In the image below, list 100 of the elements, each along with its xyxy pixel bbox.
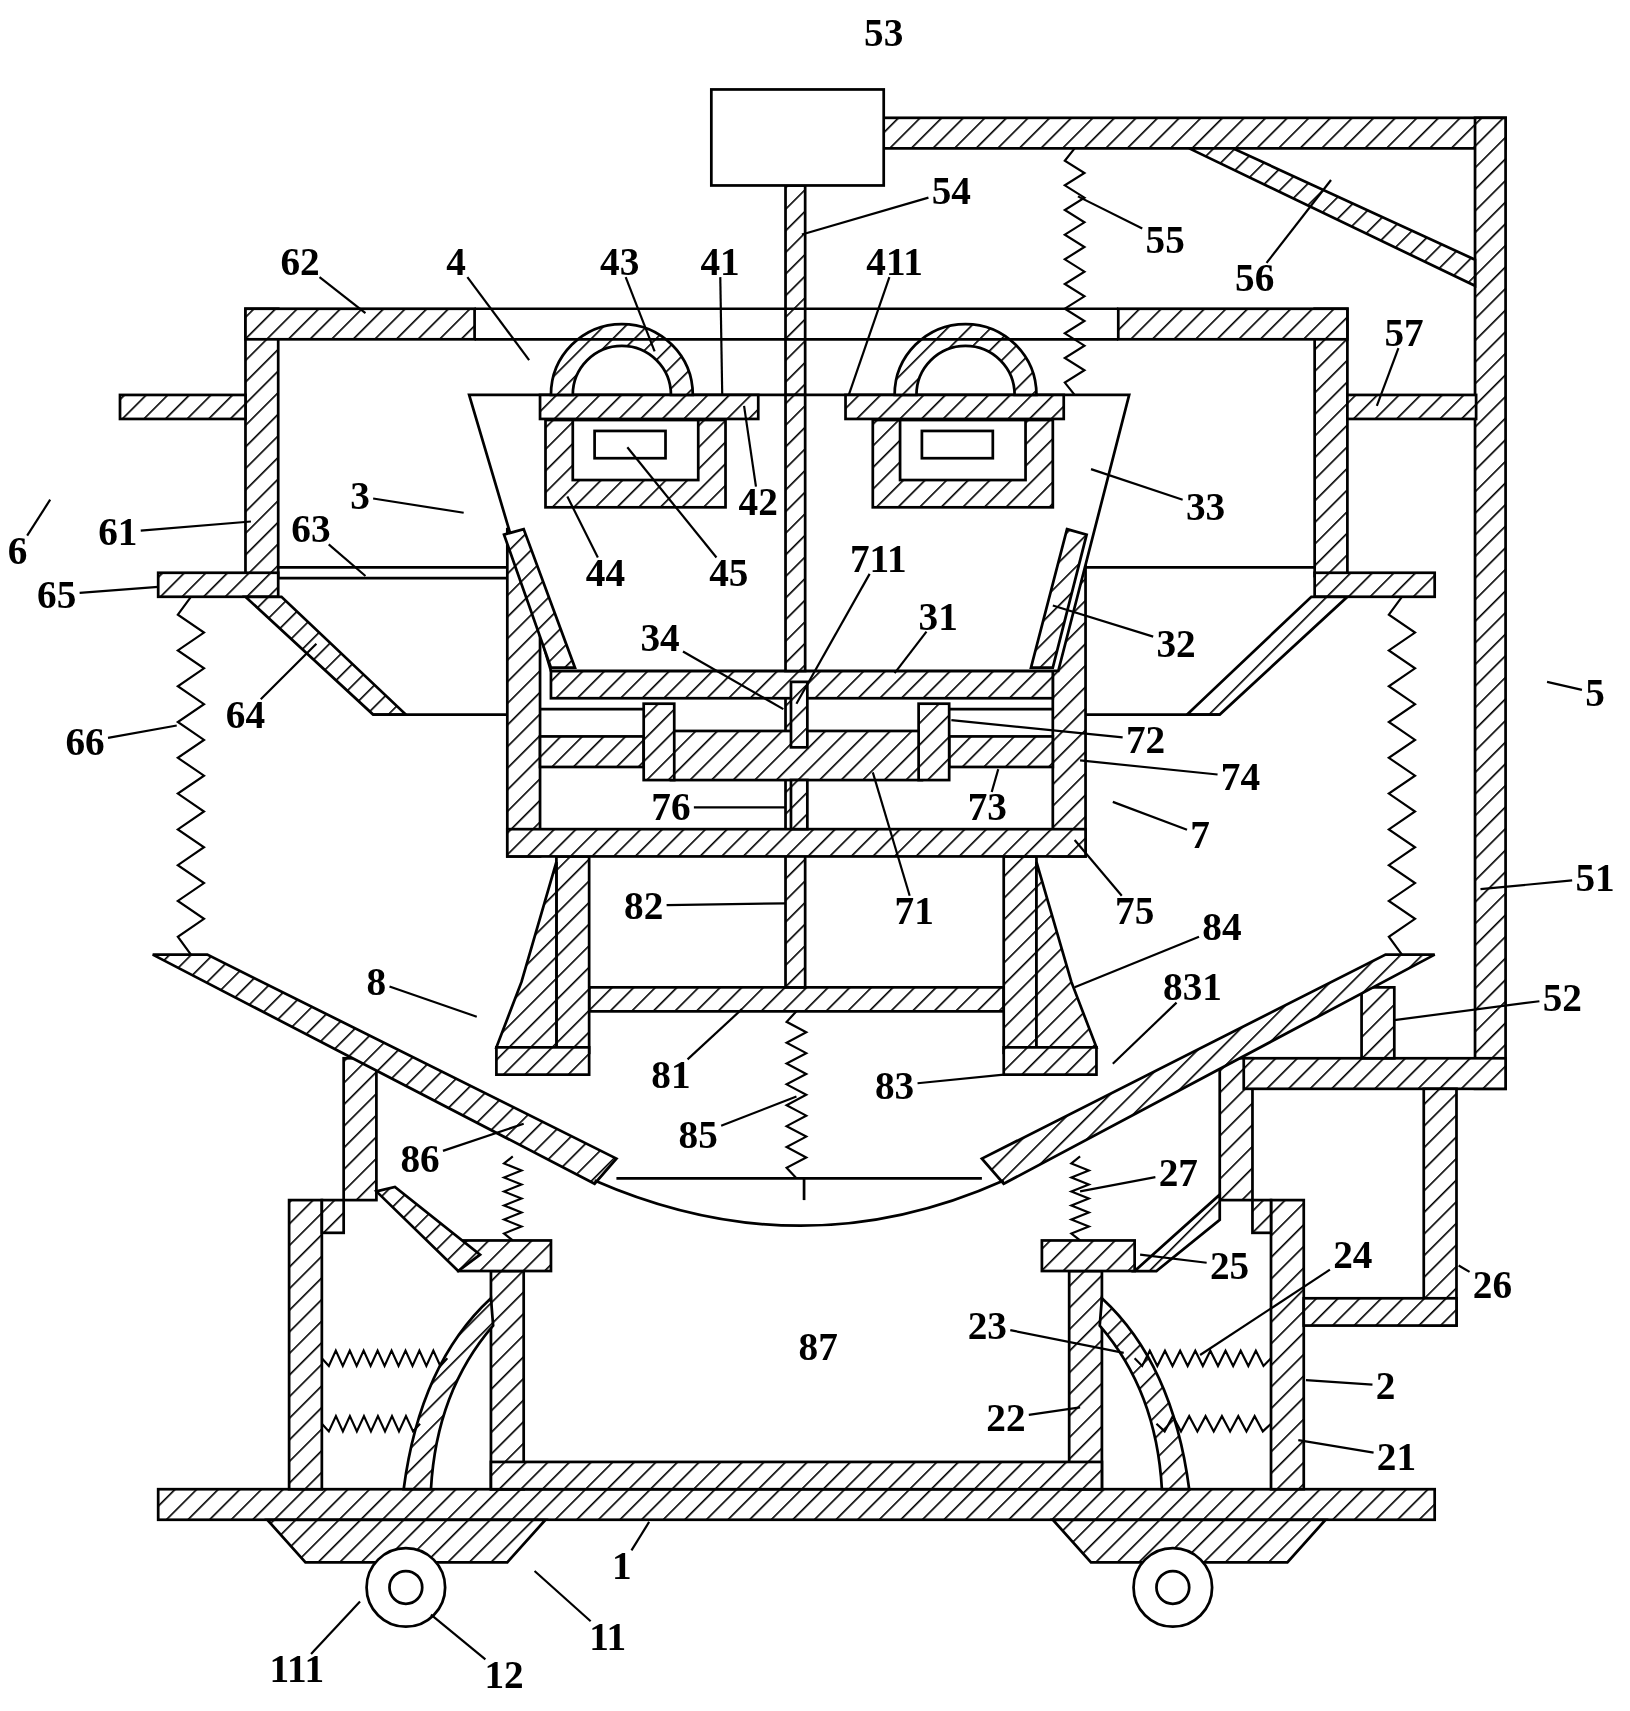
callout-number: 73 bbox=[967, 787, 1007, 827]
callout-number: 86 bbox=[400, 1139, 440, 1179]
leader-line bbox=[318, 276, 367, 314]
leader-line bbox=[917, 1073, 1004, 1085]
callout-number: 5 bbox=[1585, 673, 1605, 713]
callout-number: 71 bbox=[894, 891, 934, 931]
callout-number: 65 bbox=[37, 574, 77, 615]
leader-line bbox=[389, 985, 478, 1018]
callout-number: 43 bbox=[600, 242, 640, 282]
callout-number: 27 bbox=[1158, 1153, 1198, 1193]
leader-line bbox=[1077, 195, 1143, 230]
leader-line bbox=[1480, 879, 1573, 891]
callout-number: 81 bbox=[651, 1055, 691, 1095]
callout-number: 82 bbox=[624, 885, 664, 926]
callout-number: 111 bbox=[269, 1649, 325, 1689]
callout-number: 75 bbox=[1115, 891, 1155, 931]
callout-number: 22 bbox=[986, 1398, 1026, 1438]
leader-line bbox=[310, 1600, 361, 1655]
leader-line bbox=[795, 573, 871, 705]
leader-line bbox=[1394, 1000, 1540, 1022]
leader-line bbox=[430, 1613, 487, 1661]
leader-line bbox=[1546, 680, 1583, 691]
leader-line bbox=[566, 495, 599, 558]
callout-number: 34 bbox=[640, 618, 680, 658]
callout-number: 84 bbox=[1202, 907, 1242, 947]
leader-line bbox=[801, 196, 929, 236]
callout-number: 54 bbox=[931, 171, 971, 211]
leader-line bbox=[682, 650, 784, 711]
leader-line bbox=[1458, 1264, 1471, 1273]
leader-line bbox=[1090, 468, 1183, 501]
leader-line bbox=[693, 806, 786, 809]
callout-number: 55 bbox=[1145, 220, 1185, 260]
callout-number: 72 bbox=[1125, 720, 1166, 760]
leader-line bbox=[951, 718, 1123, 739]
leader-line bbox=[1079, 759, 1218, 776]
callout-number: 66 bbox=[65, 722, 105, 762]
leader-line bbox=[990, 768, 1000, 793]
leader-line bbox=[1112, 800, 1188, 831]
leader-line bbox=[533, 1570, 592, 1623]
callout-number: 85 bbox=[678, 1115, 718, 1155]
callout-number: 23 bbox=[967, 1305, 1007, 1346]
leader-line bbox=[630, 1521, 651, 1551]
callout-number: 53 bbox=[864, 13, 904, 53]
callout-number: 2 bbox=[1375, 1365, 1396, 1406]
leader-line bbox=[719, 277, 724, 395]
leader-line bbox=[1073, 839, 1123, 897]
leader-line bbox=[1139, 1253, 1207, 1264]
callout-number: 57 bbox=[1384, 313, 1424, 353]
leader-line bbox=[743, 405, 758, 487]
leader-line bbox=[259, 642, 318, 701]
callout-number: 41 bbox=[700, 242, 740, 282]
callout-number: 45 bbox=[709, 553, 749, 593]
callout-number: 7 bbox=[1190, 815, 1210, 855]
callout-number: 52 bbox=[1542, 978, 1582, 1018]
callout-number: 56 bbox=[1235, 258, 1275, 298]
callout-number: 1 bbox=[612, 1545, 632, 1586]
callout-number: 61 bbox=[98, 512, 138, 553]
leader-line bbox=[1199, 1268, 1331, 1356]
leader-line bbox=[1265, 179, 1332, 264]
leader-line bbox=[107, 724, 177, 739]
callout-number: 26 bbox=[1472, 1265, 1513, 1305]
leader-line bbox=[626, 446, 718, 559]
callout-number: 711 bbox=[849, 538, 907, 579]
leader-line bbox=[26, 499, 52, 537]
leader-line bbox=[79, 585, 159, 594]
callout-number: 831 bbox=[1163, 967, 1222, 1007]
leader-line bbox=[624, 276, 656, 352]
callout-number: 8 bbox=[366, 962, 387, 1002]
leader-line bbox=[686, 1008, 743, 1061]
callout-number: 87 bbox=[798, 1327, 838, 1367]
leader-line bbox=[871, 772, 911, 897]
callout-number: 11 bbox=[589, 1616, 627, 1657]
leader-line bbox=[466, 276, 530, 361]
callout-number: 31 bbox=[918, 596, 958, 637]
callout-number: 51 bbox=[1575, 858, 1615, 898]
leader-line bbox=[328, 543, 367, 577]
callout-number: 21 bbox=[1376, 1436, 1417, 1477]
leader-line bbox=[893, 631, 928, 674]
callout-number: 33 bbox=[1185, 487, 1226, 527]
callout-number: 76 bbox=[651, 787, 691, 827]
callout-number: 24 bbox=[1333, 1235, 1373, 1275]
leader-line bbox=[372, 497, 464, 514]
callout-number: 411 bbox=[866, 242, 923, 282]
callout-number: 42 bbox=[738, 482, 778, 522]
callout-number: 63 bbox=[291, 509, 331, 549]
callout-number: 32 bbox=[1156, 624, 1196, 664]
callout-number: 62 bbox=[280, 242, 320, 282]
leader-line bbox=[1052, 604, 1154, 638]
callout-number: 3 bbox=[350, 476, 370, 517]
callout-number: 12 bbox=[484, 1655, 524, 1695]
callout-number: 74 bbox=[1220, 757, 1261, 797]
leader-line bbox=[1010, 1329, 1124, 1354]
callout-number: 44 bbox=[585, 553, 626, 593]
callout-number: 25 bbox=[1209, 1245, 1250, 1286]
leader-line bbox=[1079, 1176, 1156, 1193]
leader-line bbox=[1074, 935, 1200, 989]
leader-line bbox=[1112, 1001, 1178, 1065]
leader-line bbox=[1375, 347, 1400, 407]
leader-line bbox=[1298, 1439, 1374, 1454]
leader-line bbox=[720, 1095, 797, 1127]
